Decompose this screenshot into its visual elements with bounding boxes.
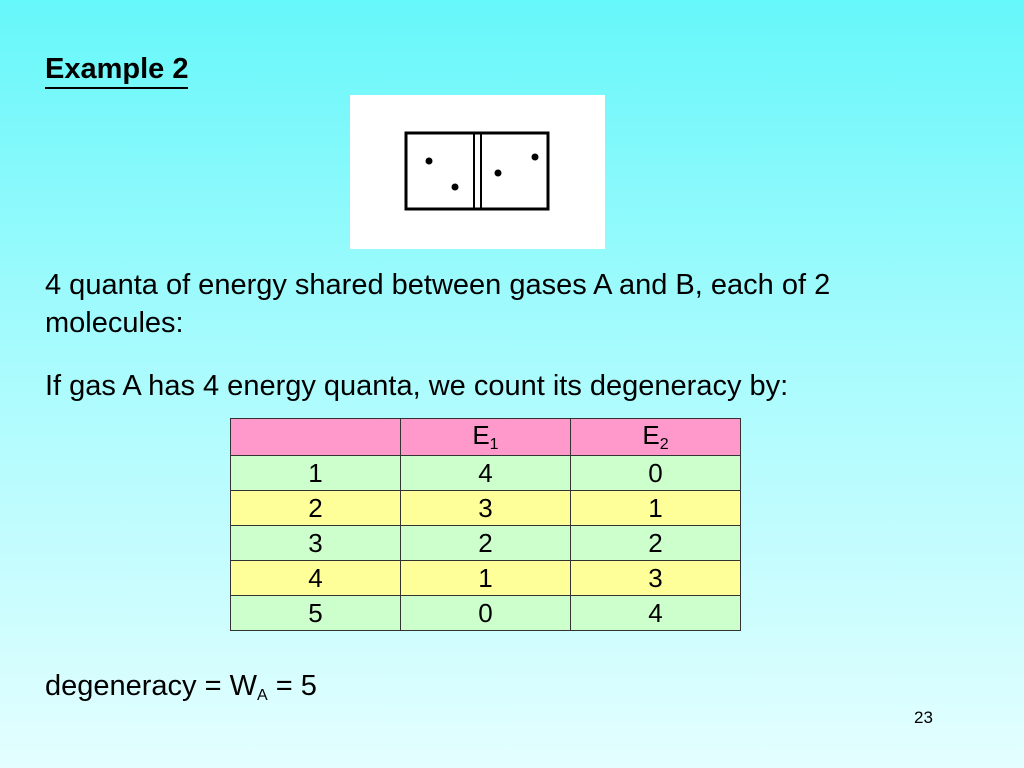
- table-row: 3 2 2: [230, 525, 742, 561]
- header-cell-e1: E1: [399, 418, 571, 456]
- table-cell: 4: [230, 560, 401, 596]
- table-header-row: E1 E2: [230, 418, 742, 456]
- container-outline: [404, 131, 550, 211]
- table-cell: 0: [569, 455, 742, 491]
- table-cell: 0: [399, 595, 571, 631]
- table-cell: 3: [569, 560, 742, 596]
- table-row: 5 0 4: [230, 595, 742, 631]
- degeneracy-result: degeneracy = WA = 5: [45, 670, 317, 704]
- molecule-b2: [531, 153, 539, 161]
- table-cell: 3: [230, 525, 401, 561]
- table-cell: 2: [399, 525, 571, 561]
- table-cell: 4: [399, 455, 571, 491]
- table-cell: 1: [399, 560, 571, 596]
- table-cell: 5: [230, 595, 401, 631]
- header-cell-blank: [230, 418, 401, 456]
- table-cell: 3: [399, 490, 571, 526]
- table-row: 2 3 1: [230, 490, 742, 526]
- table-cell: 2: [230, 490, 401, 526]
- table-cell: 2: [569, 525, 742, 561]
- molecule-b1: [494, 169, 502, 177]
- degeneracy-table: E1 E2 1 4 0 2 3 1 3 2 2 4 1 3 5 0 4: [230, 418, 742, 631]
- container-diagram: [350, 95, 605, 249]
- table-cell: 1: [230, 455, 401, 491]
- box-partition-figure: [404, 131, 550, 211]
- table-cell: 4: [569, 595, 742, 631]
- table-cell: 1: [569, 490, 742, 526]
- molecule-a1: [425, 157, 433, 165]
- molecule-a2: [451, 183, 459, 191]
- instruction-text: If gas A has 4 energy quanta, we count i…: [45, 370, 789, 402]
- table-row: 1 4 0: [230, 455, 742, 491]
- table-row: 4 1 3: [230, 560, 742, 596]
- header-cell-e2: E2: [569, 418, 742, 456]
- page-number: 23: [914, 708, 933, 727]
- description-text: 4 quanta of energy shared between gases …: [45, 269, 831, 339]
- slide-title: Example 2: [45, 52, 189, 89]
